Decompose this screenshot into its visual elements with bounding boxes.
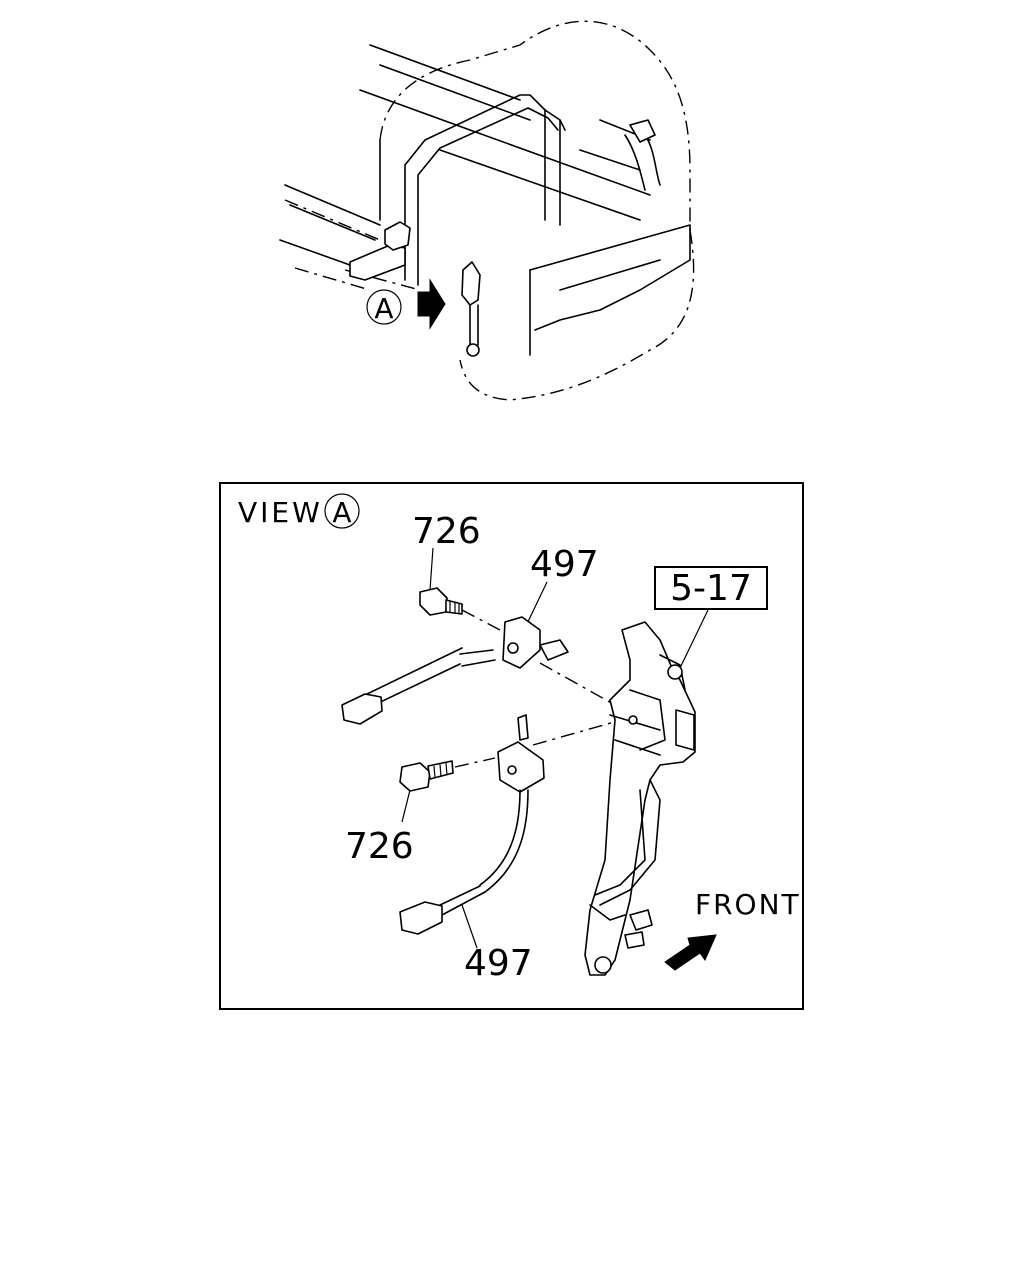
- label-726-bottom: 726: [345, 826, 414, 867]
- callout-circle-a: [366, 289, 402, 325]
- front-label: FRONT: [695, 888, 801, 921]
- front-arrow-icon: [664, 934, 717, 971]
- ref-box: [654, 566, 768, 610]
- view-title-letter: A: [332, 496, 351, 529]
- label-497-top: 497: [530, 544, 599, 585]
- label-ref-5-17: 5-17: [670, 568, 752, 609]
- switch-497-bottom: [399, 714, 633, 935]
- overview-illustration: A: [279, 20, 695, 401]
- view-a-frame: [219, 482, 804, 1010]
- view-title-circle: [324, 493, 360, 529]
- callout-letter: A: [374, 292, 393, 325]
- leader-lines: [401, 547, 709, 949]
- bracket-assembly-5-17: [584, 621, 696, 976]
- label-497-bottom: 497: [464, 943, 533, 984]
- view-title: VIEW: [238, 496, 323, 529]
- view-arrow-icon: [417, 278, 446, 330]
- switch-497-top: [341, 616, 616, 725]
- label-726-top: 726: [412, 511, 481, 552]
- bolt-726-top: [419, 587, 501, 631]
- bolt-726-bottom: [399, 757, 496, 792]
